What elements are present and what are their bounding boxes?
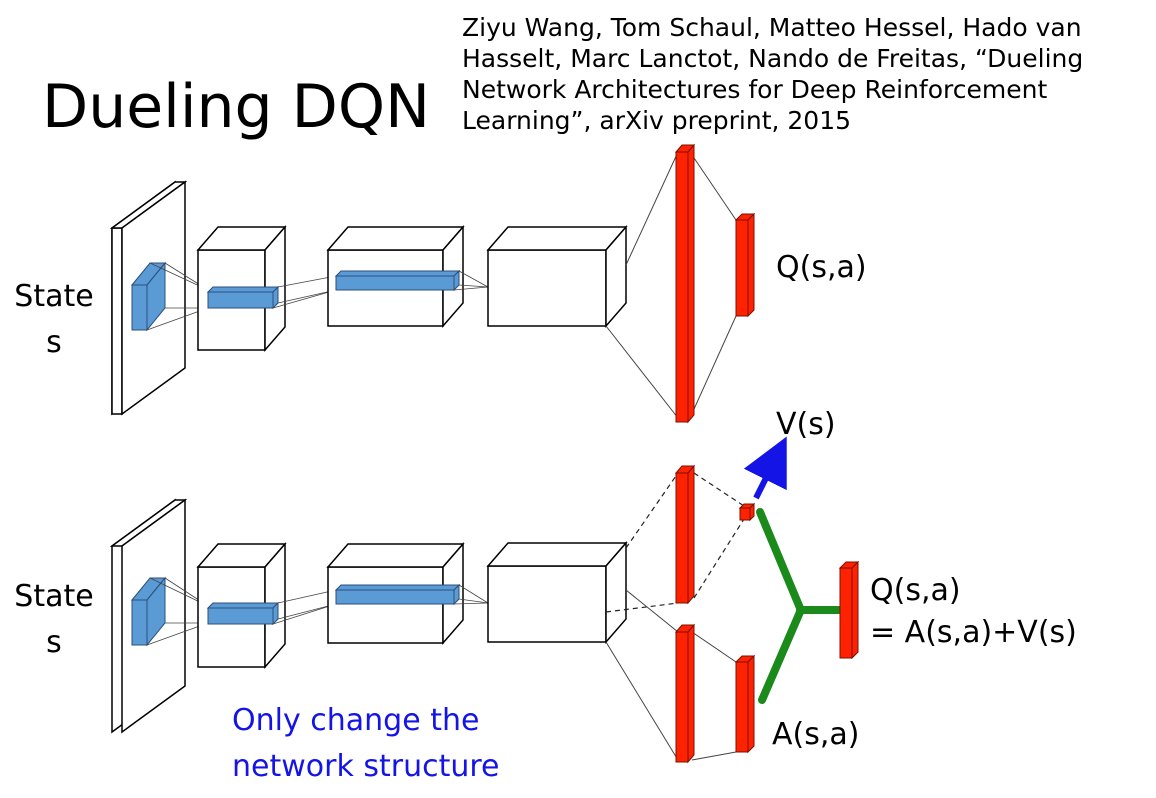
- advantage-output-layer: [734, 654, 756, 754]
- bottom-state-label-line2: s: [46, 625, 62, 660]
- bottom-q-output-layer: [838, 560, 860, 660]
- top-receptive-lines-3: [453, 270, 489, 291]
- bottom-filter-1: [130, 576, 167, 647]
- combine-connector: [756, 508, 844, 704]
- value-output-node: [738, 502, 756, 522]
- top-filter-1: [130, 261, 167, 332]
- top-receptive-lines-2: [272, 275, 337, 309]
- advantage-fc-layer: [674, 623, 696, 764]
- bottom-filter-3: [334, 583, 461, 606]
- advantage-label: A(s,a): [772, 717, 860, 752]
- bottom-state-label-line1: State: [14, 579, 94, 614]
- top-state-label: State s: [9, 274, 99, 366]
- top-q-output-layer: [734, 212, 756, 318]
- bottom-conv-cube-3: [486, 540, 628, 645]
- structure-note-line1: Only change the: [232, 703, 480, 738]
- citation: Ziyu Wang, Tom Schaul, Matteo Hessel, Ha…: [462, 13, 1084, 135]
- top-conv-cube-3: [486, 224, 628, 329]
- top-network: [109, 143, 756, 424]
- bottom-q-label: Q(s,a) = A(s,a)+V(s): [870, 570, 1077, 654]
- bottom-receptive-lines-2: [272, 589, 337, 625]
- bottom-state-label: State s: [9, 574, 99, 666]
- value-arrow: [743, 436, 787, 500]
- top-filter-2: [206, 285, 280, 310]
- structure-note: Only change the network structure: [232, 698, 500, 790]
- bottom-network: [109, 436, 860, 764]
- top-filter-3: [334, 269, 461, 292]
- top-q-label: Q(s,a): [776, 250, 867, 285]
- value-label: V(s): [776, 407, 836, 442]
- top-fc-layer: [674, 143, 696, 424]
- top-state-label-line2: s: [46, 325, 62, 360]
- bottom-filter-2: [206, 601, 280, 626]
- value-fc-layer: [674, 464, 696, 605]
- top-state-label-line1: State: [14, 279, 94, 314]
- bottom-receptive-lines-3: [453, 584, 489, 605]
- value-stream-connections: [605, 472, 745, 613]
- top-input-slab: [109, 180, 188, 416]
- top-fc-connections: [605, 151, 737, 419]
- bottom-q-label-line1: Q(s,a): [870, 573, 961, 608]
- bottom-q-label-line2: = A(s,a)+V(s): [870, 615, 1077, 650]
- advantage-stream-connections: [605, 589, 737, 761]
- structure-note-line2: network structure: [232, 749, 500, 784]
- slide-title: Dueling DQN: [42, 72, 430, 142]
